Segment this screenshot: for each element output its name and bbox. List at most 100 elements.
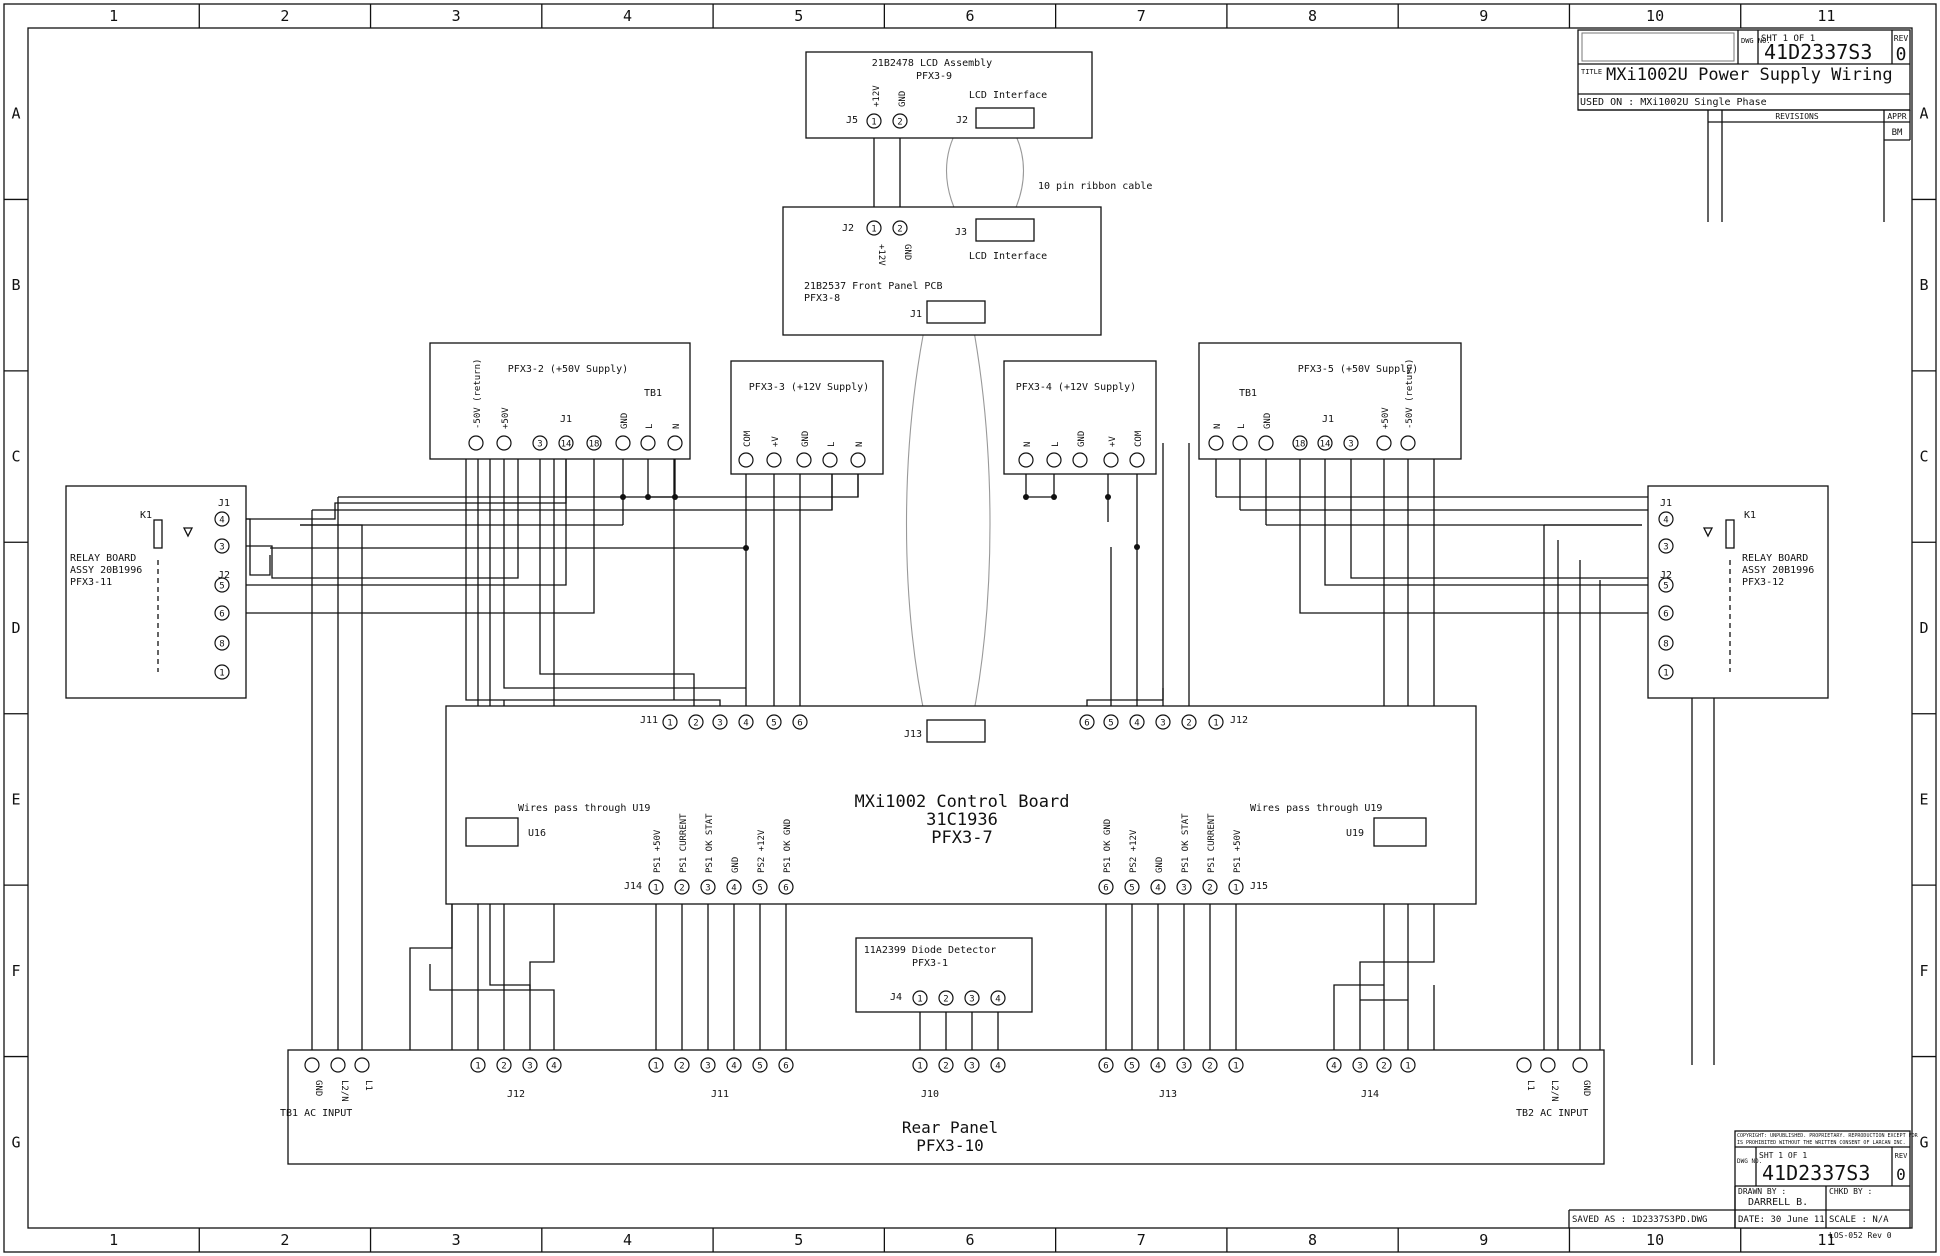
ps3-terminal [738,452,754,468]
j14-signal-name: PS1 +50V [653,829,663,873]
wire [1324,443,1660,586]
u16-label: U16 [528,828,546,839]
row-label: D [11,619,20,637]
ps5-terminal [1343,435,1359,451]
pin-number: 2 [897,118,902,128]
wire [1333,984,1384,1065]
relay-pin [1658,605,1674,621]
wire [429,964,555,1065]
rear-panel-ref: PFX3-10 [916,1136,983,1155]
rear-j10-pin [964,1057,980,1073]
ps5-terminal [1317,435,1333,451]
ps5-j1: J1 [1322,414,1334,425]
j14-pin [674,879,690,895]
rear-j13-pin [1228,1057,1244,1073]
pin-number: 2 [1186,719,1191,729]
j15-signal-name: GND [1155,857,1165,873]
relay-label: PFX3-11 [70,577,112,588]
ps2-terminal [586,435,602,451]
pin-number: 2 [1381,1062,1386,1072]
column-label: 5 [794,1231,803,1249]
drawing-number: 41D2337S3 [1764,40,1872,64]
relay-j2: J2 [1660,570,1672,581]
j11-pin [738,714,754,730]
ps2-terminal [558,435,574,451]
rear-j12: J12 [507,1089,525,1100]
pin-number: 8 [1663,640,1668,650]
wire [1299,443,1660,614]
relay-pin [1658,511,1674,527]
rev-value: 0 [1896,1165,1906,1184]
front-panel-pin [866,220,882,236]
rear-j11-pin [726,1057,742,1073]
pin-number: 3 [717,719,722,729]
front-panel-j1-connector [926,300,986,324]
row-label: F [11,962,20,980]
junction-dot [1051,494,1057,500]
rear-j13: J13 [1159,1089,1177,1100]
copyright-line: IS PROHIBITED WITHOUT THE WRITTEN CONSEN… [1737,1140,1906,1146]
pin-number: 4 [731,1062,736,1072]
pin-number: 1 [917,995,922,1005]
relay-pin [214,664,230,680]
diode-pin [912,990,928,1006]
ps2-terminal-name: N [672,424,682,429]
ps5-terminal [1400,435,1416,451]
wire [539,443,695,722]
column-label: 2 [280,1231,289,1249]
rear-j10: J10 [921,1089,939,1100]
j14-signal-name: PS1 CURRENT [679,813,689,873]
tb2-terminal [1540,1057,1556,1073]
diode-pin [964,990,980,1006]
j14-signal-name: PS1 OK GND [783,819,793,873]
ps5-terminal [1376,435,1392,451]
column-label: 10 [1646,1231,1664,1249]
column-label: 9 [1479,7,1488,25]
pin-number: 6 [783,884,788,894]
lcd-title: 21B2478 LCD Assembly [872,58,992,69]
copyright-line: COPYRIGHT: UNPUBLISHED. PROPRIETARY. REP… [1737,1133,1919,1139]
column-label: 10 [1646,7,1664,25]
pin-number: 4 [551,1062,556,1072]
junction-dot [1134,544,1140,550]
pin-number: 3 [219,543,224,553]
ps3-terminal [796,452,812,468]
front-panel-interface-label: LCD Interface [969,251,1047,262]
relay-j2: J2 [218,570,230,581]
ps3-terminal [822,452,838,468]
pin-number: 4 [1155,884,1160,894]
pin-number: 4 [995,995,1000,1005]
rear-j11-pin [648,1057,664,1073]
ribbon-cable [905,319,927,723]
checked-by: CHKD BY : [1829,1187,1872,1196]
connector-j12: J12 [1230,715,1248,726]
pin-number: 8 [219,640,224,650]
j15-signal-name: PS2 +12V [1129,829,1139,873]
wire-pass-note: Wires pass through U19 [518,803,650,814]
wire [465,443,674,701]
u19-label: U19 [1346,828,1364,839]
column-label: 3 [452,7,461,25]
sheet-number: SHT 1 OF 1 [1761,34,1815,44]
pin-number: 1 [871,118,876,128]
connector-j2: J2 [842,223,854,234]
ps4-terminal [1046,452,1062,468]
ribbon-cable [971,319,991,723]
front-panel-lcd-connector [975,218,1035,242]
lcd-assembly-box [805,51,1093,139]
rear-j12-pin [470,1057,486,1073]
diode-title: 11A2399 Diode Detector [864,945,996,956]
column-label: 4 [623,1231,632,1249]
lcd-pin [866,113,882,129]
ps4-terminal-name: COM [1134,430,1144,447]
relay-pin [214,605,230,621]
ps4-terminal [1072,452,1088,468]
row-label: G [11,1133,20,1151]
column-label: 3 [452,1231,461,1249]
pin-number: 5 [219,582,224,592]
pin-number: 3 [969,1062,974,1072]
ps2-terminal-name: +50V [501,407,511,429]
ps2-terminal-name: GND [620,413,630,429]
rev-label: REV [1895,1152,1908,1160]
relay-label: ASSY 20B1996 [70,565,142,576]
